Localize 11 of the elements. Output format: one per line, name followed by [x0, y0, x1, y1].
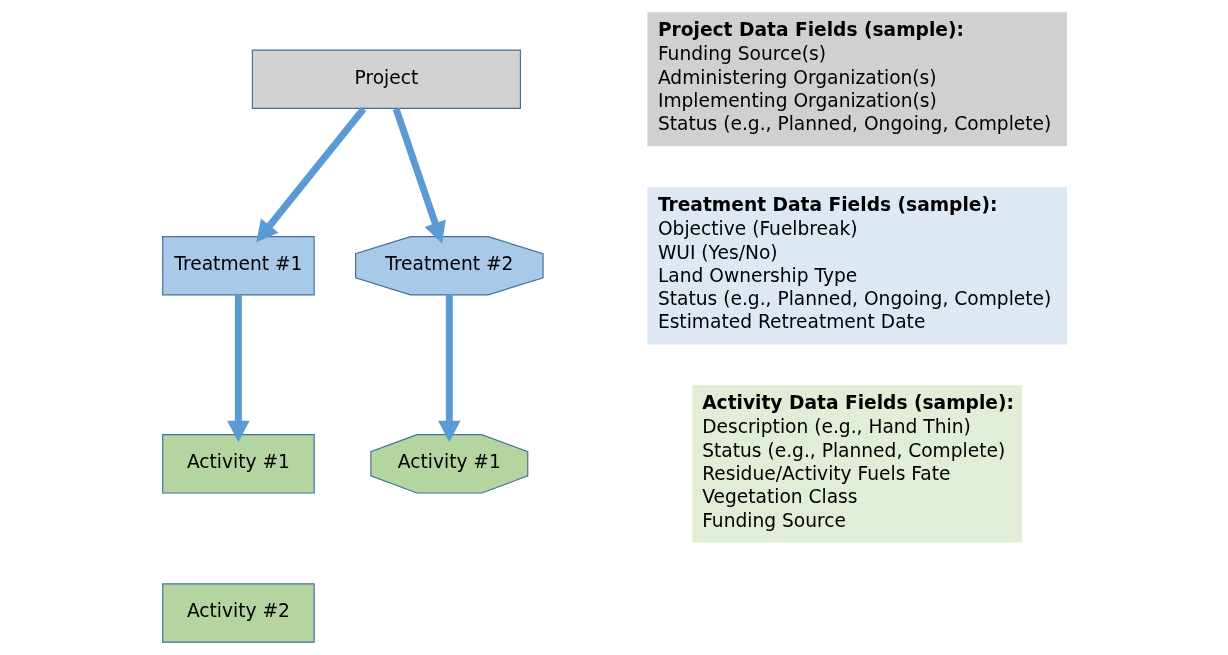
arrow — [437, 294, 461, 443]
arrow — [226, 294, 250, 443]
node-box: Activity #1 — [161, 434, 315, 494]
node-box: Activity Data Fields (sample): Description (e.g., Hand Thin) Status (e.g., Planned, Complete) Residue/Activity Fuels Fate Vegetation Class Funding Source — [691, 385, 1022, 543]
arrow — [255, 106, 366, 243]
node-box: Treatment #1 — [161, 236, 315, 296]
node-box: Activity #2 — [161, 583, 315, 643]
arrow — [392, 107, 446, 244]
node-box: Project Data Fields (sample): Funding Source(s) Administering Organization(s) Implementing Organization(s) Status (e.g., Planned, Ongoing, Complete) — [646, 12, 1067, 147]
node-box: Treatment Data Fields (sample): Objective (Fuelbreak) WUI (Yes/No) Land Ownership Type Status (e.g., Planned, Ongoing, Complete) Estimated Retreatment Date — [646, 187, 1067, 345]
node-box: Project — [251, 49, 521, 109]
